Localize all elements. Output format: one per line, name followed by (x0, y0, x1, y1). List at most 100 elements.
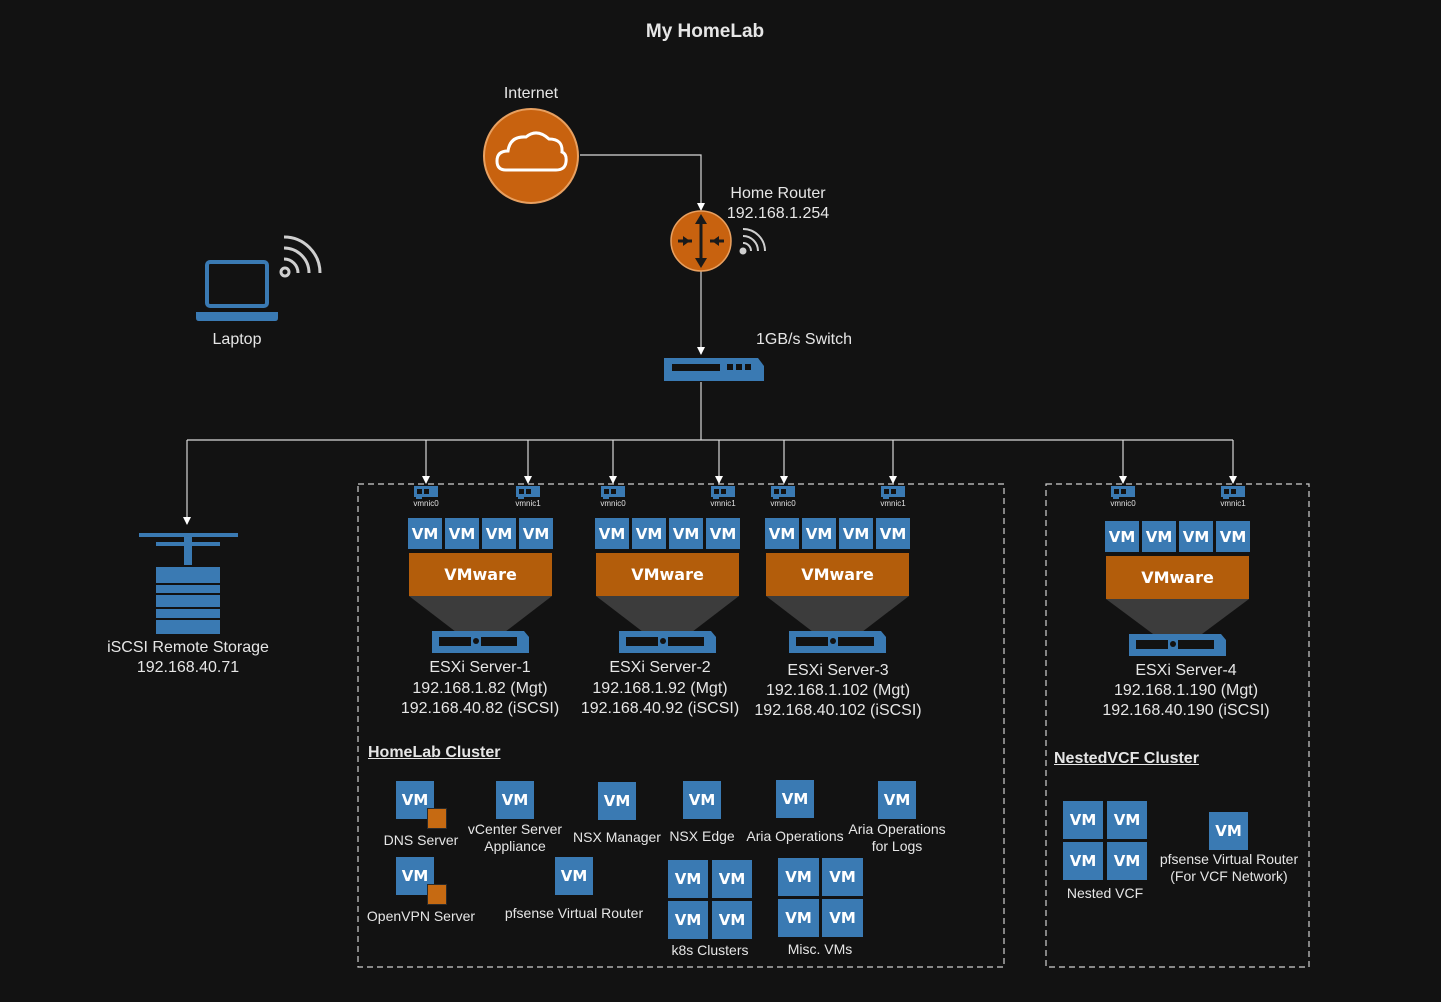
server-icon (432, 631, 529, 653)
vm-icon: VM (668, 860, 708, 898)
vm-label-pfsense-vcf: pfsense Virtual Router (1159, 851, 1299, 867)
server-icon (619, 631, 716, 653)
vm-label-nsx-edge: NSX Edge (669, 828, 735, 844)
server-mgt-ip: 192.168.1.102 (Mgt) (765, 682, 911, 699)
vm-badge: VM (1142, 521, 1176, 552)
server-name-label: ESXi Server-1 (429, 659, 531, 676)
nic-label: vmnic1 (515, 499, 541, 508)
vm-label-pfsense-vcf-2: (For VCF Network) (1170, 868, 1288, 884)
vm-badge: VM (445, 518, 479, 549)
vm-icon: VM (1063, 801, 1103, 839)
nic-label: vmnic0 (770, 499, 796, 508)
nic-label: vmnic0 (413, 499, 439, 508)
storage-name-label: iSCSI Remote Storage (107, 639, 269, 656)
laptop-wifi-icon (279, 235, 322, 278)
nested-cluster-title: NestedVCF Cluster (1054, 750, 1199, 767)
server-iscsi-ip: 192.168.40.102 (iSCSI) (754, 702, 922, 719)
nested-cluster-boundary (1045, 483, 1310, 968)
nic-label: vmnic0 (1110, 499, 1136, 508)
router-wifi-icon (739, 228, 766, 255)
vm-icon: VM (555, 857, 593, 895)
vm-label-nsx-manager: NSX Manager (573, 829, 661, 845)
vmware-hypervisor: VMware (1106, 556, 1249, 599)
vm-label-aria-logs-2: for Logs (871, 838, 923, 854)
vm-label-vcenter: vCenter Server (467, 821, 563, 837)
nic-icon (771, 486, 795, 499)
laptop-label: Laptop (212, 331, 262, 348)
server-mgt-ip: 192.168.1.92 (Mgt) (592, 680, 728, 697)
vmware-hypervisor: VMware (409, 553, 552, 596)
vm-icon: VM (598, 782, 636, 820)
hypervisor-funnel (409, 596, 552, 632)
vm-label-k8s: k8s Clusters (671, 942, 749, 958)
vm-icon: VM (1209, 812, 1248, 850)
vm-icon: VM (878, 781, 916, 819)
vm-icon: VM (668, 901, 708, 939)
vm-icon: VM (778, 858, 819, 896)
nic-icon (711, 486, 735, 499)
internet-cloud-icon (483, 108, 579, 204)
vm-badge: VM (1105, 521, 1139, 552)
nic-label: vmnic0 (600, 499, 626, 508)
nic-icon (881, 486, 905, 499)
vm-label-vcenter-2: Appliance (484, 838, 546, 854)
linux-icon (427, 884, 447, 905)
hypervisor-funnel (596, 596, 739, 632)
vm-badge: VM (669, 518, 703, 549)
vm-badge: VM (839, 518, 873, 549)
vm-badge: VM (482, 518, 516, 549)
connection-lines (183, 154, 1237, 525)
router-ip-label: 192.168.1.254 (726, 205, 830, 222)
homelab-cluster-boundary (357, 483, 1005, 968)
vm-icon: VM (496, 781, 534, 819)
laptop-icon (196, 260, 278, 321)
nic-icon (1111, 486, 1135, 499)
vm-icon: VM (396, 781, 434, 819)
vm-icon: VM (1107, 842, 1147, 880)
vm-icon: VM (712, 860, 752, 898)
page-title: My HomeLab (645, 21, 765, 42)
vm-badge: VM (765, 518, 799, 549)
vm-badge: VM (595, 518, 629, 549)
server-iscsi-ip: 192.168.40.82 (iSCSI) (400, 700, 560, 717)
server-iscsi-ip: 192.168.40.92 (iSCSI) (580, 700, 740, 717)
server-name-label: ESXi Server-2 (609, 659, 711, 676)
vm-icon: VM (1063, 842, 1103, 880)
server-iscsi-ip: 192.168.40.190 (iSCSI) (1102, 702, 1270, 719)
vm-icon: VM (683, 781, 721, 819)
internet-router-link (580, 154, 705, 211)
vm-icon: VM (778, 899, 819, 937)
homelab-cluster-title: HomeLab Cluster (368, 744, 501, 761)
vm-icon: VM (712, 901, 752, 939)
vm-label-pfsense: pfsense Virtual Router (504, 905, 644, 921)
vm-label-misc: Misc. VMs (787, 941, 853, 957)
vmware-hypervisor: VMware (766, 553, 909, 596)
server-name-label: ESXi Server-3 (787, 662, 889, 679)
nic-icon (414, 486, 438, 499)
nic-icon (516, 486, 540, 499)
hypervisor-funnel (1106, 599, 1249, 634)
internet-label: Internet (503, 85, 559, 102)
nic-icons (414, 486, 1245, 499)
vmware-hypervisor: VMware (596, 553, 739, 596)
router-name-label: Home Router (730, 185, 826, 202)
server-mgt-ip: 192.168.1.190 (Mgt) (1113, 682, 1259, 699)
linux-icon (427, 808, 447, 829)
vm-icon: VM (1107, 801, 1147, 839)
vm-icon: VM (822, 858, 863, 896)
switch-label: 1GB/s Switch (755, 331, 853, 348)
vm-badge: VM (632, 518, 666, 549)
nic-icon (1221, 486, 1245, 499)
server-mgt-ip: 192.168.1.82 (Mgt) (412, 680, 548, 697)
vm-badge: VM (706, 518, 740, 549)
server-icon (1129, 634, 1226, 656)
vm-label-aria-operations: Aria Operations (746, 828, 844, 844)
server-icon (789, 631, 886, 653)
router-icon (670, 210, 732, 272)
nic-label: vmnic1 (1220, 499, 1246, 508)
switch-icon (664, 358, 764, 381)
vm-label-nested-vcf: Nested VCF (1066, 885, 1144, 901)
vm-badge: VM (802, 518, 836, 549)
vm-badge: VM (408, 518, 442, 549)
